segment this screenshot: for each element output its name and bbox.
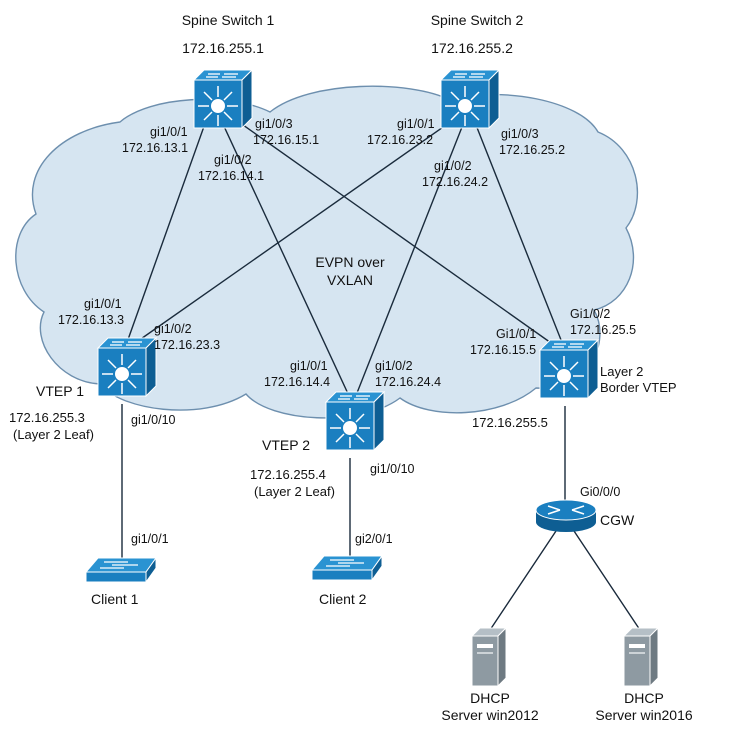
border-vtep-name-line1: Layer 2 [600,364,644,379]
spine2-gi102-ip: 172.16.24.2 [422,175,489,189]
dhcp-server-win2016-line1: DHCP [624,690,664,706]
link-spine1-border [235,119,562,351]
spine2-gi101-ip: 172.16.23.2 [367,133,434,147]
spine1-gi101-label: gi1/0/1 172.16.13.1 [122,124,188,156]
cgw-gi000-label: Gi0/0/0 [580,485,621,499]
links [121,117,641,631]
link-spine1-vtep1 [124,117,208,349]
link-spine2-border [473,119,566,351]
dhcp-server-win2016-icon[interactable] [623,627,659,687]
spine1-gi103-port: gi1/0/3 [255,117,293,131]
border-gi101-port: Gi1/0/1 [496,327,537,341]
spine1-gi102-ip: 172.16.14.1 [198,169,265,183]
vtep-2-icon[interactable] [325,391,385,451]
vtep2-gi102-ip: 172.16.24.4 [375,375,442,389]
spine2-gi102-port: gi1/0/2 [434,159,472,173]
vtep1-gi101-port: gi1/0/1 [84,297,122,311]
border-gi101-ip: 172.16.15.5 [470,343,537,357]
vtep1-gi101-label: gi1/0/1 172.16.13.3 [58,296,124,328]
link-spine2-vtep2 [354,121,465,399]
border-gi101-label: Gi1/0/1 172.16.15.5 [470,326,536,358]
border-vtep-name-line2: Border VTEP [600,380,677,395]
link-spine1-vtep2 [221,121,351,399]
dhcp-server-win2012-icon[interactable] [471,627,507,687]
client1-gi101-label: gi1/0/1 [131,532,169,546]
dhcp-server-win2016-name: DHCP Server win2016 [595,690,692,724]
client2-gi201-label: gi2/0/1 [355,532,393,546]
spine2-gi101-label: gi1/0/1 172.16.23.2 [367,116,435,148]
spine1-gi103-ip: 172.16.15.1 [253,133,320,147]
dhcp-server-win2012-name: DHCP Server win2012 [441,690,538,724]
border-vtep-name: Layer 2 Border VTEP [600,364,677,396]
vtep2-gi101-label: gi1/0/1 172.16.14.4 [264,358,330,390]
vtep2-gi101-ip: 172.16.14.4 [264,375,331,389]
evpn-label-line2: VXLAN [327,272,373,288]
spine2-gi101-port: gi1/0/1 [397,117,435,131]
border-gi102-port: Gi1/0/2 [570,307,611,321]
spine1-gi102-label: gi1/0/2 172.16.14.1 [198,152,264,184]
link-spine2-vtep1 [127,117,457,349]
vtep2-gi102-label: gi1/0/2 172.16.24.4 [375,358,441,390]
vtep2-gi101-port: gi1/0/1 [290,359,328,373]
vtep1-gi101-ip: 172.16.13.3 [58,313,125,327]
spine-switch-2-ip: 172.16.255.2 [431,40,513,56]
dhcp-server-win2012-line1: DHCP [470,690,510,706]
spine1-gi101-port: gi1/0/1 [150,125,188,139]
spine2-gi103-ip: 172.16.25.2 [499,143,566,157]
spine-switch-1-icon[interactable] [193,69,253,129]
vtep-1-icon[interactable] [97,337,157,397]
border-gi102-label: Gi1/0/2 172.16.25.5 [570,306,636,338]
evpn-label: EVPN over VXLAN [315,253,384,289]
link-cgw-dhcp1 [489,527,559,631]
spine-switch-1-ip: 172.16.255.1 [182,40,264,56]
cgw-name: CGW [600,512,635,528]
vtep1-gi102-port: gi1/0/2 [154,322,192,336]
vtep1-gi102-label: gi1/0/2 172.16.23.3 [154,321,220,353]
spine2-gi102-label: gi1/0/2 172.16.24.2 [422,158,488,190]
vtep2-gi102-port: gi1/0/2 [375,359,413,373]
spine-switch-2-name: Spine Switch 2 [430,12,524,28]
dhcp-server-win2012-line2: Server win2012 [441,707,539,723]
border-gi102-ip: 172.16.25.5 [570,323,637,337]
border-vtep-icon[interactable] [539,339,599,399]
spine2-gi103-label: gi1/0/3 172.16.25.2 [499,126,565,158]
vtep-2-ip: 172.16.255.4 [250,467,326,482]
client-2-switch-icon[interactable] [311,555,383,581]
spine1-gi101-ip: 172.16.13.1 [122,141,189,155]
client-1-name: Client 1 [91,591,139,607]
dhcp-server-win2016-line2: Server win2016 [595,707,693,723]
vtep1-gi1010-label: gi1/0/10 [131,413,176,427]
spine2-gi103-port: gi1/0/3 [501,127,539,141]
vtep-1-role: (Layer 2 Leaf) [13,427,94,442]
spine-switch-2-icon[interactable] [440,69,500,129]
border-vtep-ip: 172.16.255.5 [472,415,548,430]
client-2-name: Client 2 [319,591,367,607]
vtep-2-name: VTEP 2 [262,437,310,453]
vtep1-gi102-ip: 172.16.23.3 [154,338,221,352]
vtep-1-ip: 172.16.255.3 [9,410,85,425]
vtep-1-name: VTEP 1 [36,383,84,399]
evpn-label-line1: EVPN over [315,254,385,270]
spine1-gi103-label: gi1/0/3 172.16.15.1 [253,116,319,148]
spine1-gi102-port: gi1/0/2 [214,153,252,167]
link-cgw-dhcp2 [571,527,641,631]
client-1-switch-icon[interactable] [85,557,157,583]
spine-switch-1-name: Spine Switch 1 [181,12,275,28]
cgw-router-icon[interactable] [535,499,597,532]
vtep-2-role: (Layer 2 Leaf) [254,484,335,499]
vtep2-gi1010-label: gi1/0/10 [370,462,415,476]
